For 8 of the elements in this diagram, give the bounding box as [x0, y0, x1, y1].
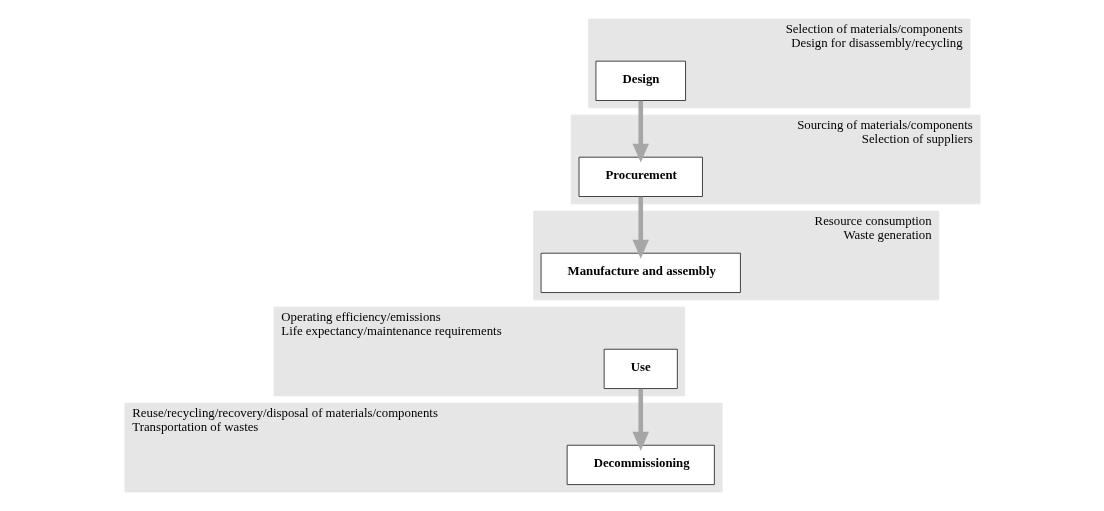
- arrow: [631, 100, 649, 163]
- node-box: Design: [595, 60, 686, 101]
- arrow: [631, 196, 649, 259]
- node-box: Decommissioning: [566, 444, 715, 486]
- node-box: Use: [603, 348, 678, 389]
- node-box: Procurement: [578, 156, 703, 197]
- arrow: [631, 388, 649, 451]
- node-box: Manufacture and assembly: [540, 252, 741, 293]
